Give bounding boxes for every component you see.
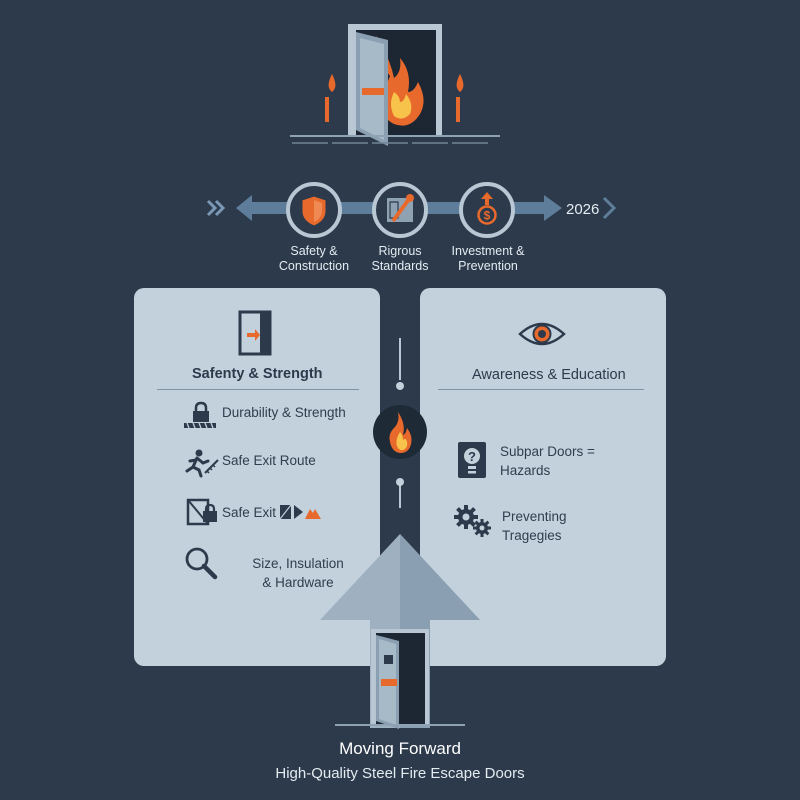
money-growth-icon: $ <box>477 192 497 225</box>
fire-door-icon <box>290 24 500 146</box>
center-connector <box>396 338 404 508</box>
flame-spark-icon <box>325 74 464 122</box>
magnifier-icon <box>185 547 218 580</box>
left-panel-divider <box>157 389 359 390</box>
exit-door-bottom-icon <box>335 629 465 729</box>
double-chevron-icon <box>206 199 226 217</box>
right-item-preventing: Preventing Tragegies <box>502 509 567 543</box>
footer-subtitle: High-Quality Steel Fire Escape Doors <box>275 765 525 782</box>
running-person-icon <box>185 449 219 478</box>
timeline-node-standards <box>372 182 428 238</box>
right-item-subpar-doors: Subpar Doors = Hazards <box>500 444 595 478</box>
left-panel-title: Safenty & Strength <box>192 366 323 382</box>
timeline-label-safety: Safety & Construction <box>278 244 350 273</box>
left-item-safe-exit-route: Safe Exit Route <box>222 453 316 468</box>
timeline-node-investment: $ <box>459 182 515 238</box>
flame-icon <box>373 405 427 459</box>
footer-title: Moving Forward <box>339 739 461 758</box>
svg-text:?: ? <box>468 449 476 464</box>
exit-door-icon <box>238 310 272 356</box>
blueprint-tools-icon <box>387 194 414 223</box>
timeline-year: 2026 <box>566 201 600 218</box>
shield-icon <box>301 195 327 227</box>
exit-lock-icon <box>186 498 217 526</box>
left-item-size-insulation: Size, Insulation & Hardware <box>252 556 344 590</box>
timeline-label-investment: Investment & Prevention <box>451 244 525 273</box>
timeline-label-standards: Rigrous Standards <box>371 244 429 273</box>
svg-text:$: $ <box>484 209 491 223</box>
left-item-durability: Durability & Strength <box>222 405 346 420</box>
left-item-safe-exit: Safe Exit <box>222 505 277 520</box>
timeline-node-safety <box>286 182 342 238</box>
eye-icon <box>518 322 566 346</box>
gears-icon <box>454 505 491 537</box>
right-panel-title: Awareness & Education <box>472 367 626 383</box>
question-bulb-icon: ? <box>458 442 486 478</box>
lock-barrier-icon <box>184 401 216 429</box>
exit-direction-icon <box>279 504 321 520</box>
right-panel-divider <box>438 389 644 390</box>
timeline-end-chevron <box>602 196 617 220</box>
